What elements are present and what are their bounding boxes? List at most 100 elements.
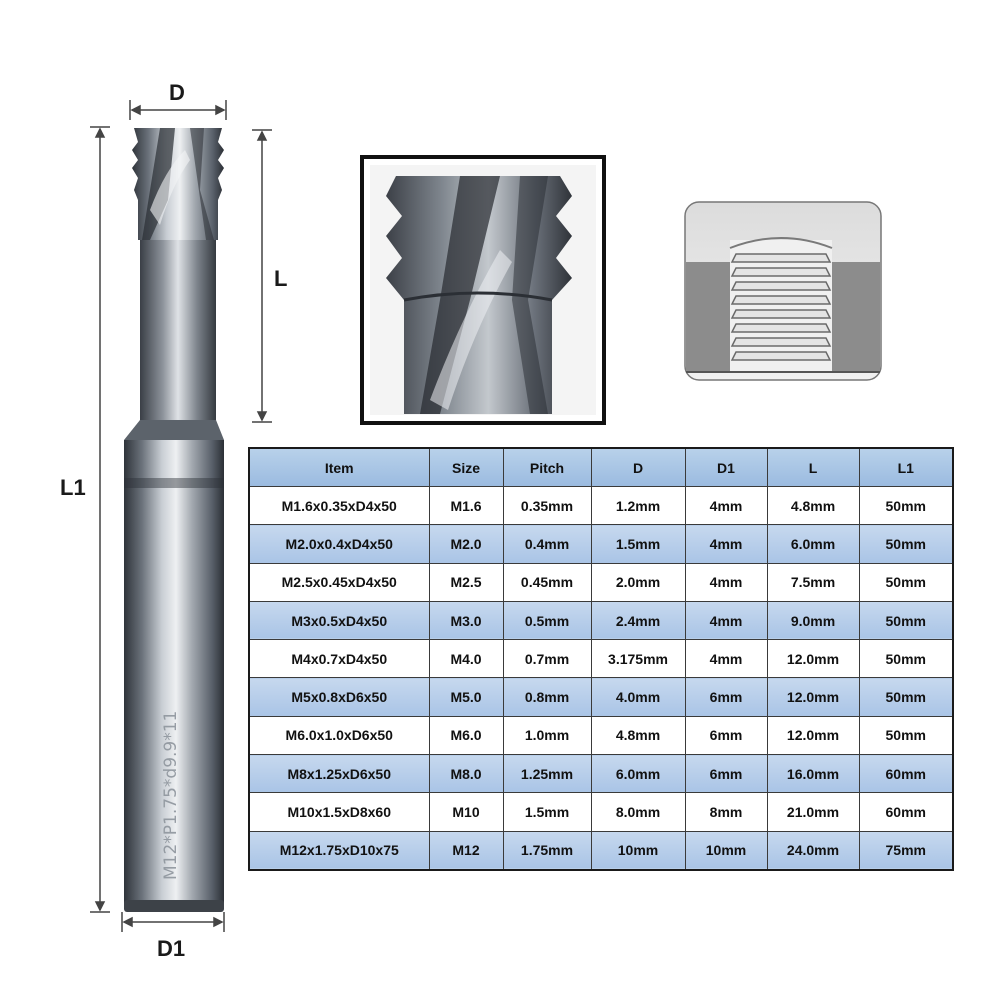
label-d1: D1: [157, 936, 186, 961]
cell-l1: 50mm: [858, 639, 954, 679]
cell-size: M2.0: [428, 524, 504, 564]
cell-d: 4.0mm: [590, 677, 686, 717]
cell-l1: 50mm: [858, 677, 954, 717]
cell-size: M1.6: [428, 485, 504, 526]
cell-l: 6.0mm: [766, 524, 860, 564]
cell-d1: 6mm: [684, 754, 768, 794]
cell-l1: 60mm: [858, 792, 954, 832]
cell-d1: 8mm: [684, 792, 768, 832]
cell-l1: 50mm: [858, 524, 954, 564]
cell-d1: 4mm: [684, 639, 768, 679]
cell-size: M2.5: [428, 562, 504, 602]
tool-neck: [140, 240, 216, 420]
cell-l1: 50mm: [858, 562, 954, 602]
cell-d1: 10mm: [684, 830, 768, 871]
label-d: D: [169, 80, 185, 105]
cell-l: 16.0mm: [766, 754, 860, 794]
cell-pitch: 0.4mm: [502, 524, 592, 564]
cell-d: 2.0mm: [590, 562, 686, 602]
cell-pitch: 0.7mm: [502, 639, 592, 679]
cutter-detail-inset: [360, 155, 606, 425]
cell-size: M10: [428, 792, 504, 832]
dimension-d: [129, 100, 227, 120]
spec-table: Item Size Pitch D D1 L L1 M1.6x0.35xD4x5…: [248, 447, 954, 871]
dimension-d1: [121, 912, 225, 932]
cell-pitch: 1.75mm: [502, 830, 592, 871]
cell-l: 9.0mm: [766, 600, 860, 641]
cell-l: 4.8mm: [766, 485, 860, 526]
cell-d1: 4mm: [684, 524, 768, 564]
cutter-head: [132, 128, 224, 240]
cell-item: M4x0.7xD4x50: [248, 639, 430, 679]
cell-d: 4.8mm: [590, 715, 686, 756]
cell-l1: 50mm: [858, 715, 954, 756]
cell-d1: 4mm: [684, 562, 768, 602]
header-d1: D1: [684, 447, 768, 487]
header-size: Size: [428, 447, 504, 487]
table-header-row: Item Size Pitch D D1 L L1: [248, 447, 954, 487]
cell-pitch: 1.0mm: [502, 715, 592, 756]
cell-item: M5x0.8xD6x50: [248, 677, 430, 717]
cell-size: M12: [428, 830, 504, 871]
tool-shank: [124, 440, 224, 906]
cell-d: 6.0mm: [590, 754, 686, 794]
shank-engraving: M12*P1.75*d9.9*11: [161, 711, 181, 880]
cell-d1: 6mm: [684, 677, 768, 717]
cell-size: M3.0: [428, 600, 504, 641]
dimension-l1: [90, 126, 110, 913]
cell-item: M8x1.25xD6x50: [248, 754, 430, 794]
cell-l: 12.0mm: [766, 715, 860, 756]
cell-l1: 50mm: [858, 485, 954, 526]
cell-pitch: 0.45mm: [502, 562, 592, 602]
header-pitch: Pitch: [502, 447, 592, 487]
cell-item: M12x1.75xD10x75: [248, 830, 430, 871]
cell-d: 1.2mm: [590, 485, 686, 526]
cell-l: 21.0mm: [766, 792, 860, 832]
label-l: L: [274, 266, 288, 291]
cell-size: M4.0: [428, 639, 504, 679]
header-l: L: [766, 447, 860, 487]
cell-pitch: 1.5mm: [502, 792, 592, 832]
cell-item: M2.0x0.4xD4x50: [248, 524, 430, 564]
cell-l1: 60mm: [858, 754, 954, 794]
cell-d: 1.5mm: [590, 524, 686, 564]
header-d: D: [590, 447, 686, 487]
cell-pitch: 1.25mm: [502, 754, 592, 794]
cell-d: 8.0mm: [590, 792, 686, 832]
cell-item: M10x1.5xD8x60: [248, 792, 430, 832]
cell-l1: 50mm: [858, 600, 954, 641]
cell-pitch: 0.8mm: [502, 677, 592, 717]
cell-l: 24.0mm: [766, 830, 860, 871]
cell-pitch: 0.5mm: [502, 600, 592, 641]
cell-l: 12.0mm: [766, 677, 860, 717]
label-l1: L1: [60, 475, 86, 500]
cell-l: 12.0mm: [766, 639, 860, 679]
thread-section-diagram: [684, 201, 882, 381]
cell-item: M6.0x1.0xD6x50: [248, 715, 430, 756]
cell-l: 7.5mm: [766, 562, 860, 602]
cell-size: M6.0: [428, 715, 504, 756]
cell-size: M5.0: [428, 677, 504, 717]
cell-d1: 6mm: [684, 715, 768, 756]
cell-item: M2.5x0.45xD4x50: [248, 562, 430, 602]
cell-l1: 75mm: [858, 830, 954, 871]
cell-d1: 4mm: [684, 485, 768, 526]
cell-d1: 4mm: [684, 600, 768, 641]
cell-pitch: 0.35mm: [502, 485, 592, 526]
dimension-l: [252, 129, 272, 423]
cell-d: 3.175mm: [590, 639, 686, 679]
cell-size: M8.0: [428, 754, 504, 794]
cell-d: 2.4mm: [590, 600, 686, 641]
cell-d: 10mm: [590, 830, 686, 871]
